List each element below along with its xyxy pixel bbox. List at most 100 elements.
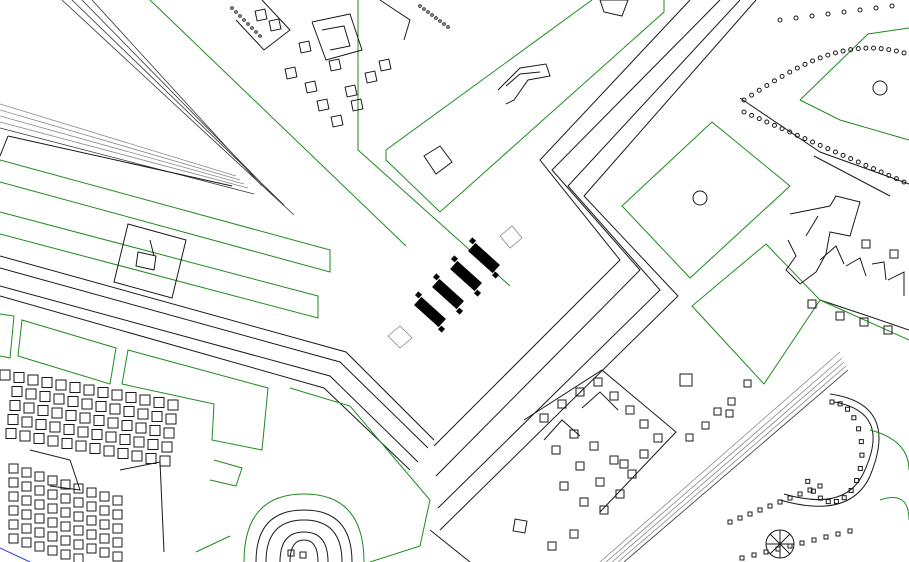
marker-square [701, 421, 710, 430]
room-cell [65, 410, 77, 421]
column-dot [438, 19, 442, 23]
column-dot [749, 92, 755, 98]
room-cell [330, 114, 344, 128]
room-cell [73, 497, 84, 508]
column-dot [857, 7, 863, 13]
room-cell [60, 493, 71, 504]
room-cell [86, 543, 97, 554]
courtyard-wall [581, 391, 619, 411]
room-cell [599, 505, 609, 515]
column-dot [833, 498, 839, 504]
column-dot [442, 22, 446, 26]
room-cell [284, 66, 298, 80]
column-dot [810, 58, 816, 64]
room-cell [91, 429, 103, 440]
room-cell [83, 384, 95, 396]
room-cell [89, 443, 101, 454]
room-cell [60, 479, 71, 490]
courtyard-wall [321, 25, 351, 51]
room-cell [112, 523, 123, 534]
room-cell [579, 497, 589, 507]
column-dot [840, 152, 846, 158]
room-cell [5, 428, 17, 439]
column-dot [807, 487, 813, 493]
column-dot [802, 61, 808, 67]
highlighted-elements[interactable] [409, 237, 505, 333]
dark-element-4[interactable] [463, 237, 505, 279]
column-dot [825, 11, 831, 17]
room-cell [105, 431, 117, 443]
column-dot [230, 6, 234, 10]
upper-right-colonnade [739, 3, 909, 197]
dark-element-1[interactable] [409, 291, 451, 333]
room-cell [8, 519, 19, 530]
blue-accent-line [0, 547, 31, 562]
room-cell [37, 405, 49, 416]
column-dot [242, 18, 246, 22]
room-cell [95, 401, 107, 412]
column-dot [797, 491, 803, 497]
dark-element-3[interactable] [445, 255, 487, 297]
room-cell [60, 535, 71, 546]
room-cell [86, 515, 97, 526]
room-cell [53, 393, 65, 405]
room-cell [73, 511, 84, 522]
room-cell [639, 419, 649, 429]
room-cell [107, 417, 119, 429]
room-cell [111, 389, 123, 401]
room-cell [69, 382, 81, 393]
room-cell [60, 521, 71, 532]
room-cell [60, 549, 71, 560]
column-dot [848, 156, 854, 162]
column-dot [854, 478, 860, 484]
room-cell [119, 434, 131, 445]
room-cell [304, 80, 318, 94]
room-cell [147, 439, 159, 450]
room-cell [99, 519, 110, 530]
column-dot [238, 14, 242, 18]
column-dot [841, 495, 847, 501]
column-dot [873, 5, 879, 11]
room-cell [81, 398, 93, 410]
room-cell [539, 413, 549, 423]
room-cell [378, 58, 392, 72]
room-cell [609, 391, 619, 401]
column-dot [793, 15, 799, 21]
room-cell [595, 477, 605, 487]
room-cell [21, 523, 32, 534]
room-cell [123, 406, 135, 417]
room-cell [34, 471, 45, 482]
room-cell [23, 402, 35, 414]
room-cell [145, 453, 157, 464]
column-dot [847, 528, 853, 534]
courtyard-wall [543, 419, 581, 441]
room-cell [575, 387, 585, 397]
room-cell [19, 430, 31, 442]
room-cell [21, 509, 32, 520]
room-cell [254, 8, 268, 22]
column-dot [777, 17, 783, 23]
room-cell [639, 449, 649, 459]
column-dot [434, 16, 438, 20]
room-cell [8, 477, 19, 488]
room-cell [11, 386, 23, 397]
column-dot [856, 426, 862, 432]
column-dot [832, 149, 838, 155]
room-cell [135, 422, 147, 434]
room-cell [9, 400, 21, 411]
room-cell [73, 539, 84, 550]
dark-element-2[interactable] [427, 273, 469, 315]
room-cell [99, 533, 110, 544]
room-cell [139, 394, 151, 406]
column-dot [845, 406, 851, 412]
column-dot [823, 534, 829, 540]
right-green-square [621, 121, 821, 385]
column-dot [799, 540, 805, 546]
room-cell [112, 495, 123, 506]
column-dot [829, 399, 835, 405]
column-dot [886, 47, 892, 53]
room-cell [551, 445, 561, 455]
room-cell [159, 455, 171, 467]
